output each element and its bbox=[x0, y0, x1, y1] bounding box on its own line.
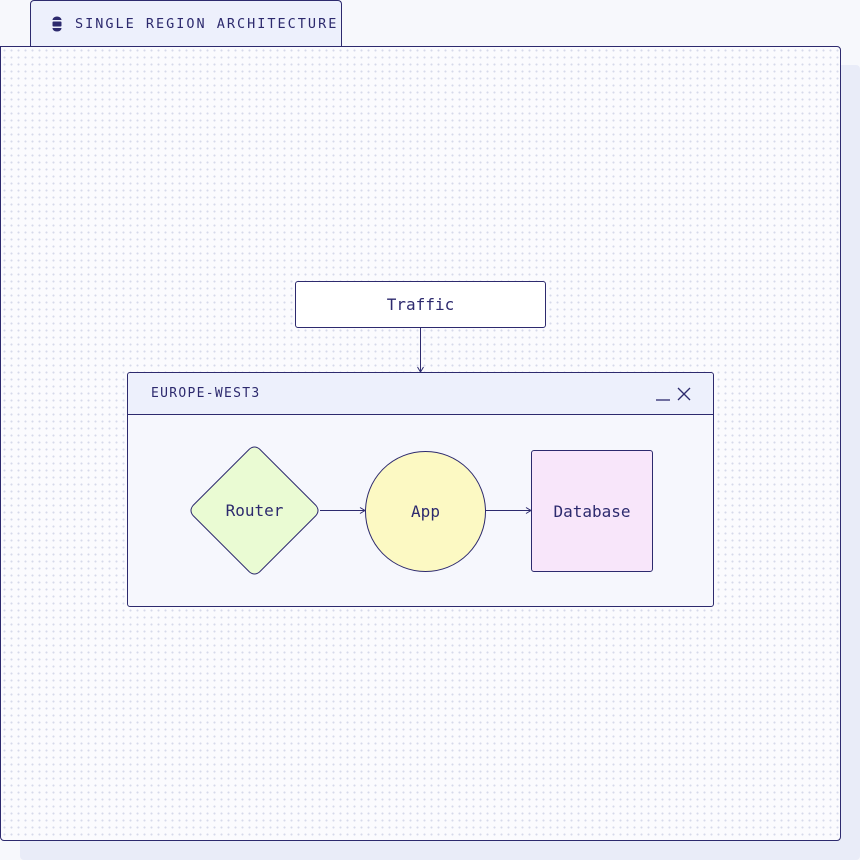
app-label: App bbox=[411, 502, 440, 521]
router-node[interactable]: Router bbox=[190, 446, 319, 575]
edge-traffic-to-region bbox=[417, 328, 424, 373]
database-node[interactable]: Database bbox=[531, 450, 653, 572]
app-node[interactable]: App bbox=[365, 451, 486, 572]
minimize-icon[interactable] bbox=[655, 386, 671, 402]
router-label: Router bbox=[225, 501, 284, 520]
edge-app-to-database bbox=[486, 507, 532, 514]
edge-router-to-app bbox=[320, 507, 366, 514]
traffic-label: Traffic bbox=[386, 295, 455, 314]
diagram-title-tab[interactable]: SINGLE REGION ARCHITECTURE bbox=[30, 0, 342, 46]
router-diamond bbox=[190, 446, 319, 575]
region-titlebar[interactable]: EUROPE-WEST3 bbox=[128, 373, 713, 415]
database-label: Database bbox=[553, 501, 631, 521]
traffic-node[interactable]: Traffic bbox=[295, 281, 546, 328]
close-icon[interactable] bbox=[676, 386, 692, 402]
region-title: EUROPE-WEST3 bbox=[151, 386, 261, 401]
cluster-icon bbox=[51, 15, 63, 33]
diagram-title: SINGLE REGION ARCHITECTURE bbox=[75, 15, 339, 32]
